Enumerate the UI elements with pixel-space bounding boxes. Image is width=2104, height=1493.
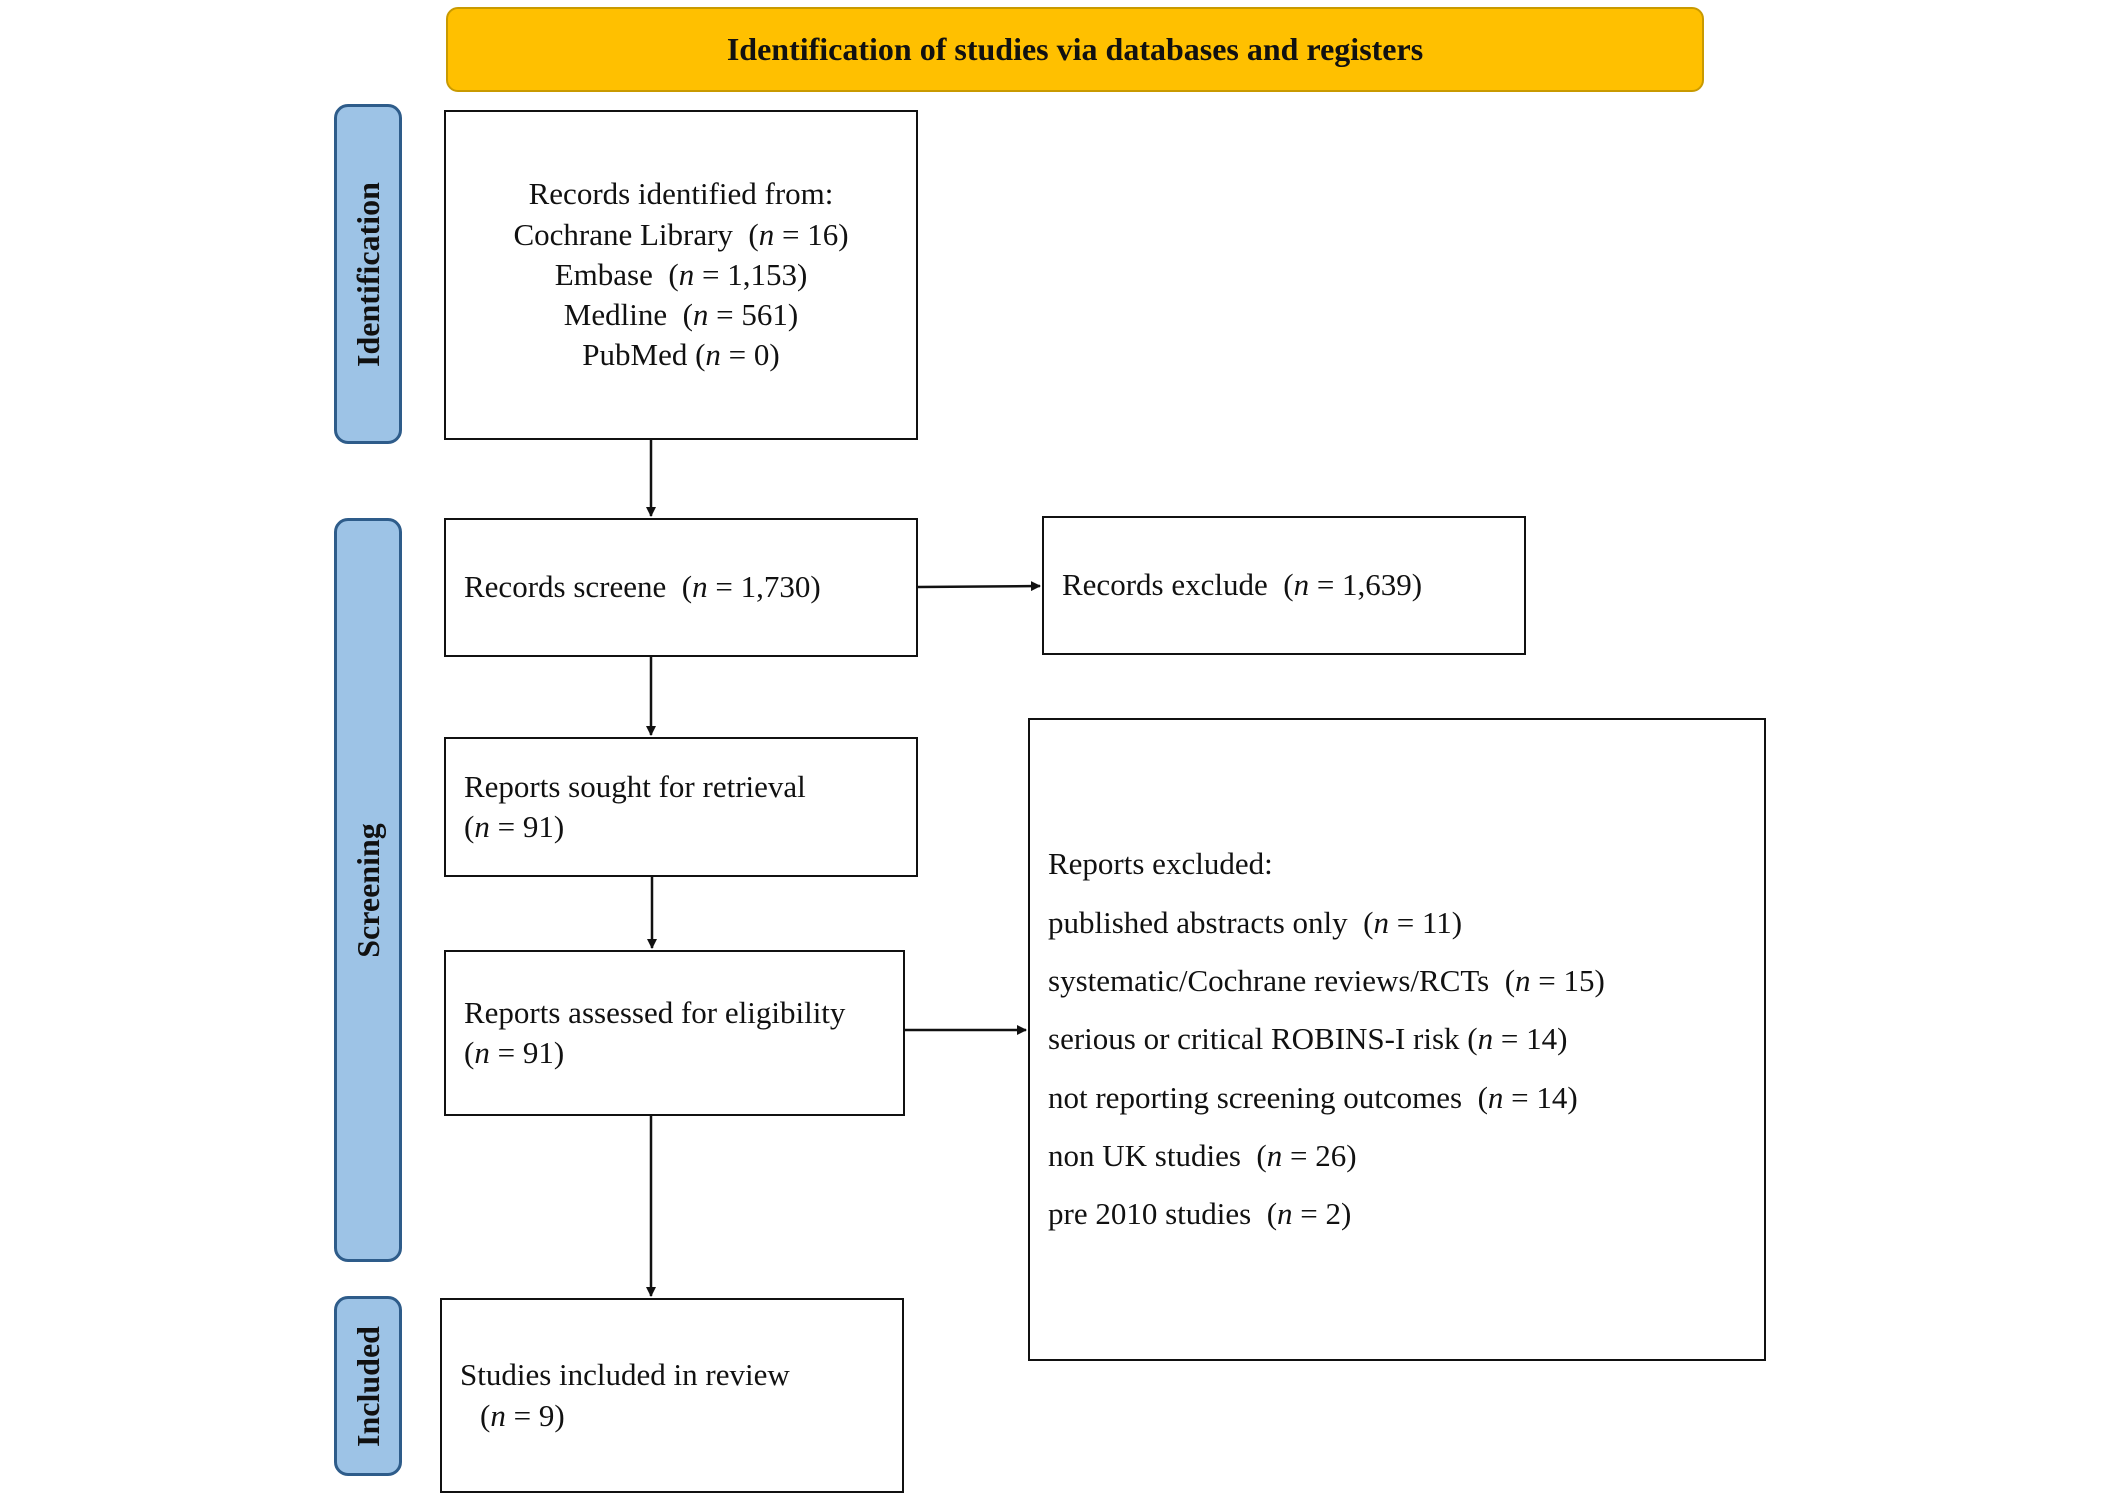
header-banner: Identification of studies via databases … [446,7,1704,92]
n-symbol: n [692,297,709,333]
arrow-screened-to-excluded [917,581,1041,592]
n-symbol: n [474,809,490,844]
studies-included-n: (n = 9) [480,1397,565,1433]
reason-count: 26 [1315,1137,1347,1173]
source-count: 1,153 [727,256,797,292]
reason-count: 11 [1421,904,1452,940]
studies-included-box: Studies included in review (n = 9) [440,1298,904,1493]
source-count: 16 [807,216,839,252]
studies-included-label: Studies included in review [460,1357,790,1393]
n-symbol: n [1477,1021,1494,1057]
reports-sought-n: (n = 91) [464,809,565,844]
reason-label: published abstracts only [1048,904,1348,940]
reports-assessed-label: Reports assessed for eligibility [464,994,846,1030]
source-name: Medline [563,297,668,333]
records-screened-label: Records screene [464,569,667,605]
exclusion-reason: non UK studies (n = 26) [1048,1137,1357,1173]
exclusion-reason: published abstracts only (n = 11) [1048,904,1463,940]
n-symbol: n [1266,1137,1283,1173]
n-symbol: n [490,1397,506,1433]
reason-label: systematic/Cochrane reviews/RCTs [1048,963,1490,999]
reason-label: serious or critical ROBINS-I risk [1048,1021,1460,1057]
source-embase: Embase (n = 1,153) [554,256,808,292]
reports-sought-count: 91 [522,809,554,844]
stage-included: Included [334,1296,402,1476]
n-symbol: n [758,216,775,252]
n-symbol: n [678,256,695,292]
source-name: Embase [554,256,653,292]
reason-label: non UK studies [1048,1137,1241,1173]
reports-excluded-heading: Reports excluded: [1048,846,1273,882]
reason-count: 14 [1526,1021,1558,1057]
n-symbol: n [1277,1196,1293,1232]
reason-count: 2 [1325,1196,1342,1232]
reports-excluded-box: Reports excluded: published abstracts on… [1028,718,1766,1361]
reports-sought-label: Reports sought for retrieval [464,768,806,804]
source-medline: Medline (n = 561) [563,297,799,333]
records-excluded-text: Records exclude (n = 1,639) [1062,567,1423,603]
stage-screening: Screening [334,518,402,1262]
records-identified-box: Records identified from: Cochrane Librar… [444,110,918,440]
exclusion-reason: systematic/Cochrane reviews/RCTs (n = 15… [1048,963,1605,999]
reports-assessed-box: Reports assessed for eligibility (n = 91… [444,950,905,1116]
header-title: Identification of studies via databases … [726,31,1424,67]
source-cochrane: Cochrane Library (n = 16) [513,216,849,252]
reports-assessed-n: (n = 91) [464,1035,565,1070]
reason-count: 14 [1536,1079,1568,1115]
records-excluded-box: Records exclude (n = 1,639) [1042,516,1526,655]
n-symbol: n [692,569,708,605]
n-symbol: n [1515,963,1531,999]
source-name: PubMed [582,337,688,373]
records-excluded-count: 1,639 [1342,567,1412,603]
reports-assessed-count: 91 [522,1035,554,1070]
n-symbol: n [1293,567,1310,603]
records-excluded-label: Records exclude [1062,567,1268,603]
source-count: 0 [753,337,770,373]
n-symbol: n [705,337,721,373]
source-pubmed: PubMed (n = 0) [582,337,780,373]
reason-label: not reporting screening outcomes [1048,1079,1463,1115]
source-name: Cochrane Library [513,216,733,252]
studies-included-count: 9 [538,1397,555,1433]
n-symbol: n [474,1035,490,1070]
source-count: 561 [741,297,788,333]
records-screened-text: Records screene (n = 1,730) [464,569,821,605]
stage-identification: Identification [334,104,402,444]
records-identified-heading: Records identified from: [528,176,834,212]
reports-sought-box: Reports sought for retrieval (n = 91) [444,737,918,877]
reason-label: pre 2010 studies [1048,1196,1252,1232]
records-screened-box: Records screene (n = 1,730) [444,518,918,657]
n-symbol: n [1487,1079,1504,1115]
n-symbol: n [1373,904,1389,940]
reason-count: 15 [1563,963,1595,999]
exclusion-reason: pre 2010 studies (n = 2) [1048,1196,1352,1232]
exclusion-reason: not reporting screening outcomes (n = 14… [1048,1079,1578,1115]
exclusion-reason: serious or critical ROBINS-I risk (n = 1… [1048,1021,1568,1057]
records-screened-count: 1,730 [740,569,811,605]
